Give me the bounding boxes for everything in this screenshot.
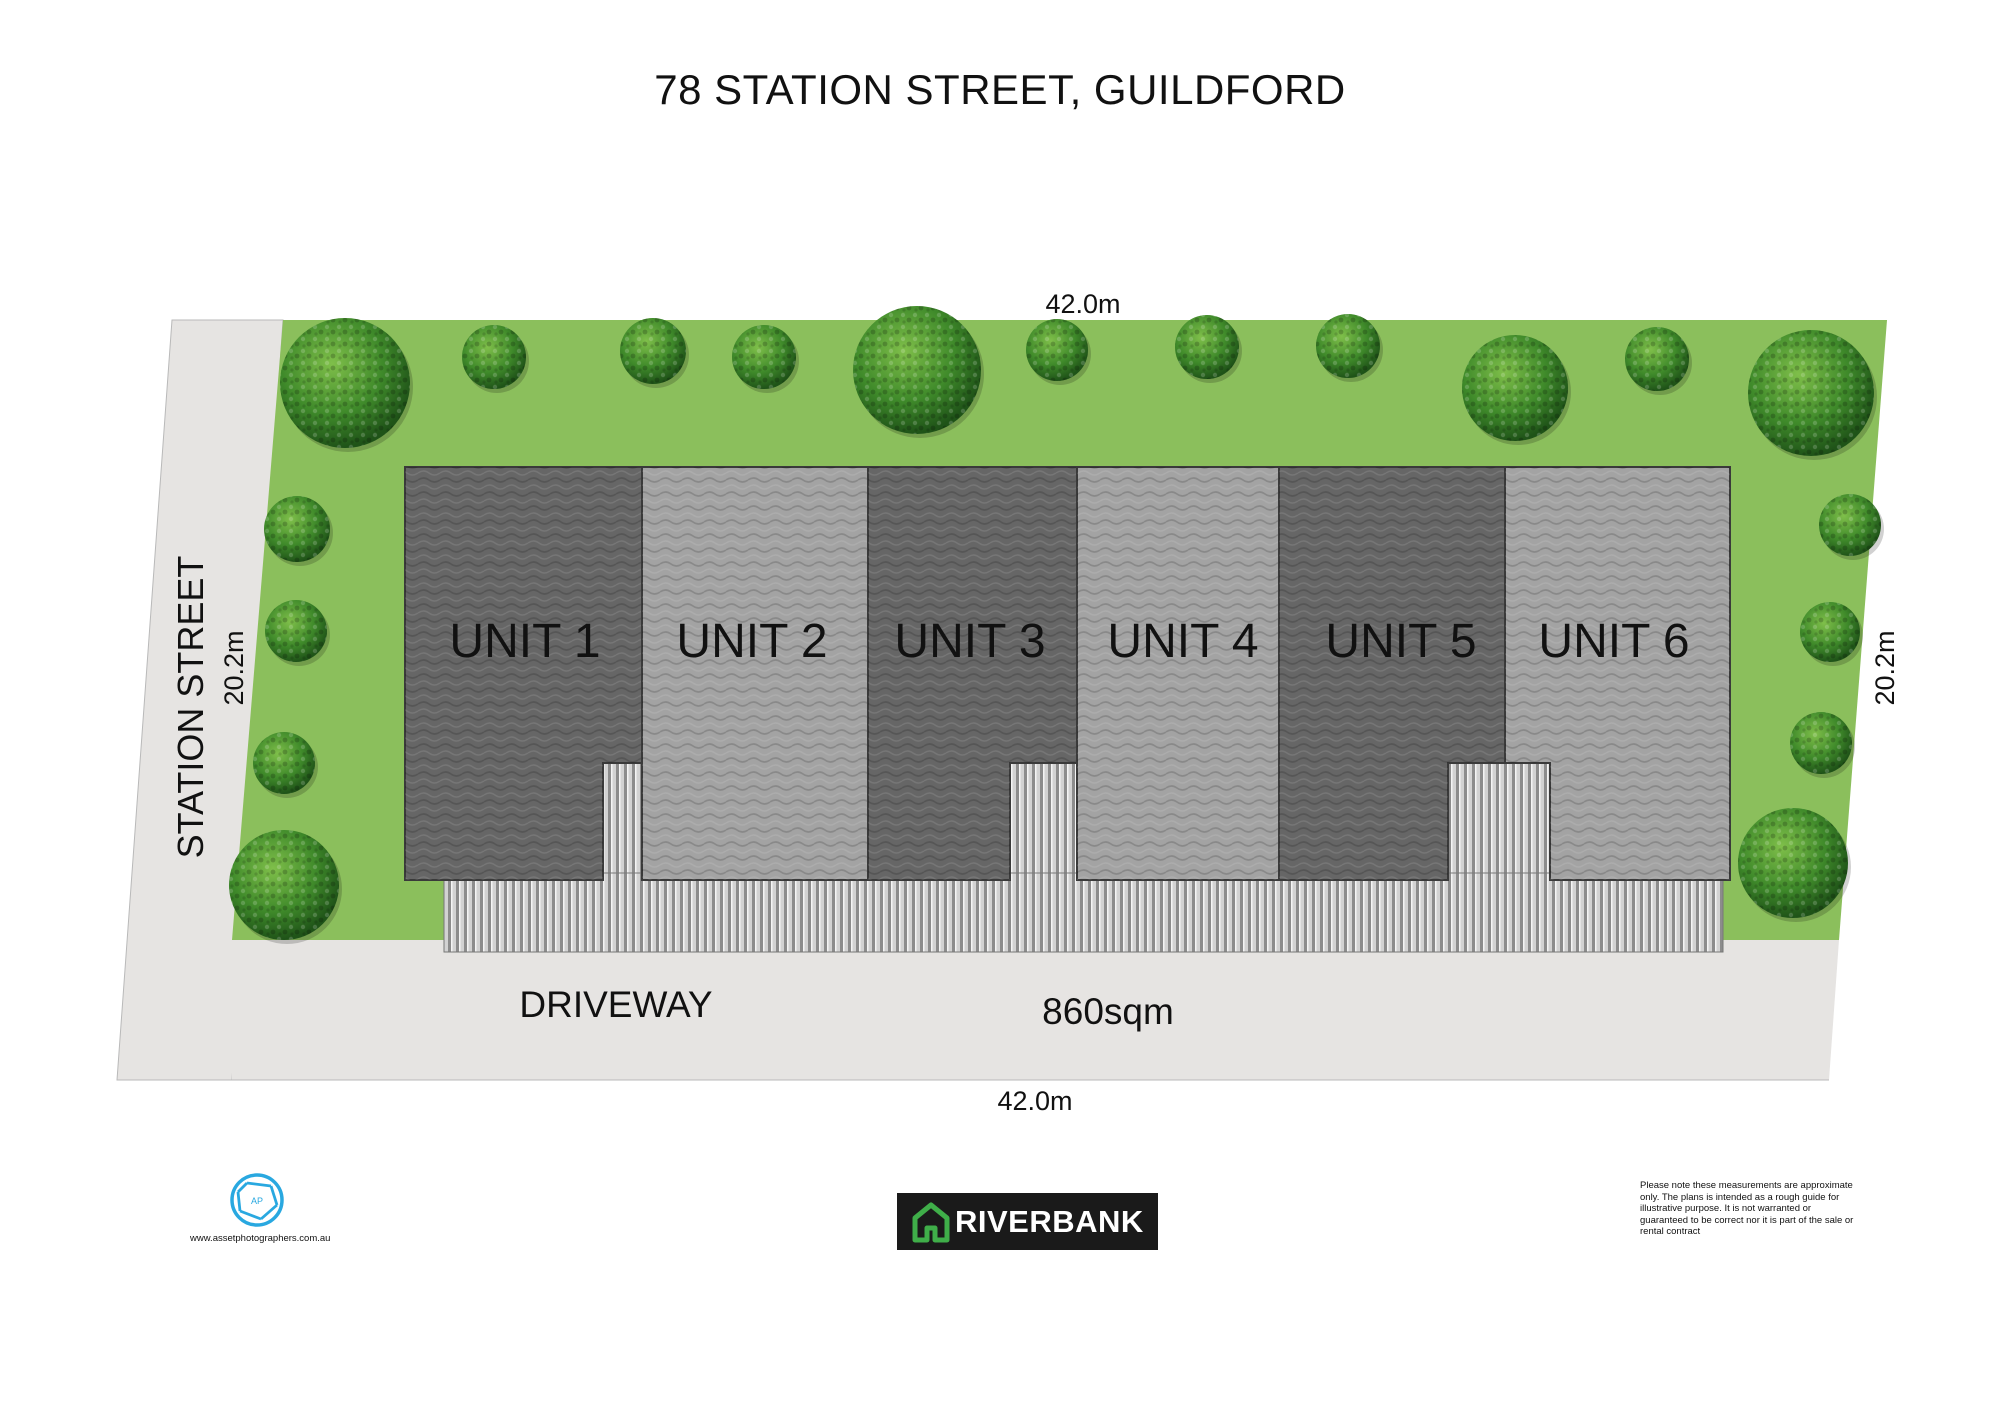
unit-label: UNIT 1 xyxy=(449,615,600,668)
house-icon xyxy=(912,1202,950,1243)
tree-icon xyxy=(732,325,799,393)
unit-label: UNIT 4 xyxy=(1107,615,1258,668)
disclaimer-text: Please note these measurements are appro… xyxy=(1640,1180,1854,1237)
unit-roof xyxy=(1076,466,1280,881)
unit-roof xyxy=(1278,466,1506,881)
tree-icon xyxy=(1175,315,1242,383)
unit-label: UNIT 5 xyxy=(1325,615,1476,668)
tree-icon xyxy=(1026,319,1091,385)
top-dimension-label: 42.0m xyxy=(1045,289,1120,319)
carport-strip xyxy=(443,869,1724,953)
left-dimension-label: 20.2m xyxy=(219,630,249,705)
right-dimension-label: 20.2m xyxy=(1870,630,1900,705)
tree-icon xyxy=(1625,327,1692,395)
tree-icon xyxy=(265,600,330,666)
tree-icon xyxy=(1462,335,1571,445)
tree-icon xyxy=(462,325,529,393)
tree-icon xyxy=(1316,314,1383,382)
unit-label: UNIT 3 xyxy=(894,615,1045,668)
brand-name: RIVERBANK xyxy=(955,1204,1144,1239)
tree-icon xyxy=(1748,330,1877,460)
carport-bay xyxy=(1447,762,1551,874)
unit-roof xyxy=(1504,466,1731,881)
bottom-dimension-label: 42.0m xyxy=(997,1086,1072,1116)
unit-roof xyxy=(641,466,869,881)
tree-icon xyxy=(1790,712,1855,778)
carport-bay xyxy=(602,762,644,874)
tree-icon xyxy=(253,732,318,798)
riverbank-logo: RIVERBANK xyxy=(897,1193,1158,1250)
unit-roof xyxy=(404,466,643,881)
svg-text:AP: AP xyxy=(251,1196,263,1206)
driveway-label: DRIVEWAY xyxy=(519,984,712,1025)
tree-icon xyxy=(1800,602,1863,666)
tree-icon xyxy=(229,830,342,944)
tree-icon xyxy=(620,318,689,388)
site-area-label: 860sqm xyxy=(1042,991,1174,1032)
unit-label: UNIT 2 xyxy=(676,615,827,668)
driveway xyxy=(232,940,1839,1080)
tree-icon xyxy=(853,306,984,438)
tree-icon xyxy=(280,318,413,452)
photographer-url: www.assetphotographers.com.au xyxy=(190,1233,331,1244)
tree-icon xyxy=(1819,494,1884,560)
street-name-label: STATION STREET xyxy=(170,556,211,859)
page-title: 78 STATION STREET, GUILDFORD xyxy=(654,66,1346,113)
tree-icon xyxy=(1738,808,1851,922)
carport-bay xyxy=(1009,762,1081,874)
tree-icon xyxy=(264,496,333,566)
aperture-logo-icon: AP xyxy=(230,1173,284,1227)
unit-label: UNIT 6 xyxy=(1538,615,1689,668)
